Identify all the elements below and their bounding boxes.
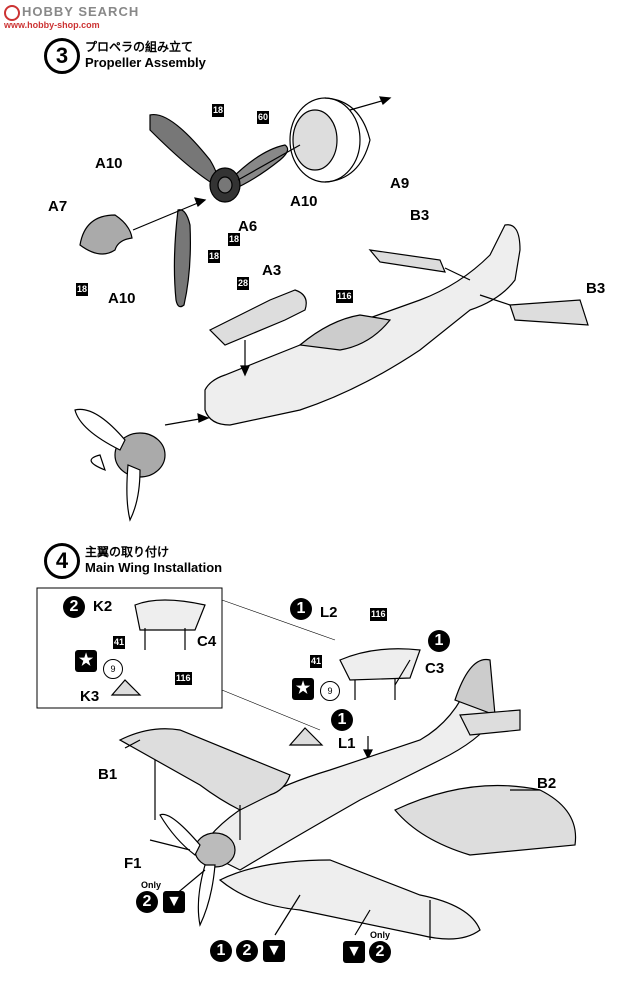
label-b1: B1	[98, 766, 118, 783]
step4-title-en: Main Wing Installation	[85, 560, 223, 575]
spinner-a7	[79, 214, 133, 255]
stabilizer-b3-left	[368, 249, 446, 273]
part-box-60: 60	[257, 111, 270, 124]
label-a10-bottom: A10	[108, 290, 136, 307]
paint-9-inset: 9	[103, 659, 123, 679]
label-a10-right: A10	[290, 193, 318, 210]
wing-b1	[118, 728, 291, 811]
label-k3: K3	[80, 688, 100, 705]
part-box-18-a6: 18	[228, 233, 241, 246]
star-icon-inset: ★	[75, 650, 97, 672]
propeller-blade-top	[149, 113, 219, 186]
step3-title-jp: プロペラの組み立て	[85, 40, 194, 54]
k3-part	[110, 679, 142, 696]
watermark-url: www.hobby-shop.com	[4, 20, 100, 30]
part-box-116-inset: 116	[175, 672, 192, 685]
badge-2-f1: 2	[136, 891, 158, 913]
wing-lower	[218, 859, 481, 940]
badge-2-inset: 2	[63, 596, 85, 618]
step-number-4: 4	[44, 543, 80, 579]
label-a9: A9	[390, 175, 410, 192]
part-box-18-top: 18	[212, 104, 225, 117]
screw-icon-f1: ▼	[163, 891, 185, 913]
screw-icon-bottom-right: ▼	[343, 941, 365, 963]
canopy-k2	[134, 599, 206, 631]
badge-1-c3: 1	[428, 630, 450, 652]
label-a10-top: A10	[95, 155, 123, 172]
step4-title-jp: 主翼の取り付け	[85, 545, 170, 559]
label-b3-left: B3	[410, 207, 430, 224]
label-b3-right: B3	[586, 280, 606, 297]
watermark-icon	[4, 4, 20, 21]
part-box-18-blade: 18	[208, 250, 221, 263]
label-l1: L1	[338, 735, 356, 752]
label-c3: C3	[425, 660, 445, 677]
part-box-41-main: 41	[310, 655, 323, 668]
screw-icon-bottom: ▼	[263, 940, 285, 962]
label-k2: K2	[93, 598, 113, 615]
canopy-l2	[339, 648, 421, 681]
wing-b2	[394, 784, 577, 856]
label-l2: L2	[320, 604, 338, 621]
canopy-a3	[208, 289, 307, 346]
propeller-blade-right	[229, 144, 289, 191]
windscreen-l1	[288, 727, 324, 746]
label-a3: A3	[262, 262, 282, 279]
only-note-left: Only	[141, 880, 162, 890]
step-number-3: 3	[44, 38, 80, 74]
label-f1: F1	[124, 855, 142, 872]
badge-1-bottom: 1	[210, 940, 232, 962]
badge-2-bottom: 2	[236, 940, 258, 962]
inset-box	[36, 587, 223, 709]
part-box-41-inset: 41	[113, 636, 126, 649]
part-box-28: 28	[237, 277, 250, 290]
label-a7: A7	[48, 198, 68, 215]
label-b2: B2	[537, 775, 557, 792]
only-note-right: Only	[370, 930, 391, 940]
star-icon-main: ★	[292, 678, 314, 700]
watermark-logo: HOBBY SEARCH	[4, 4, 139, 21]
part-box-116-main: 116	[370, 608, 387, 621]
step3-title-en: Propeller Assembly	[85, 55, 206, 70]
part-box-116: 116	[336, 290, 353, 303]
label-c4: C4	[197, 633, 217, 650]
part-box-18-a7: 18	[76, 283, 89, 296]
paint-9-main: 9	[320, 681, 340, 701]
tail-fin	[454, 658, 496, 716]
label-a6: A6	[238, 218, 258, 235]
propeller-blade-bottom	[173, 209, 191, 308]
badge-1-l2: 1	[290, 598, 312, 620]
badge-2-bottom-right: 2	[369, 941, 391, 963]
badge-1-l1: 1	[331, 709, 353, 731]
stabilizer-b3-right	[509, 299, 589, 326]
